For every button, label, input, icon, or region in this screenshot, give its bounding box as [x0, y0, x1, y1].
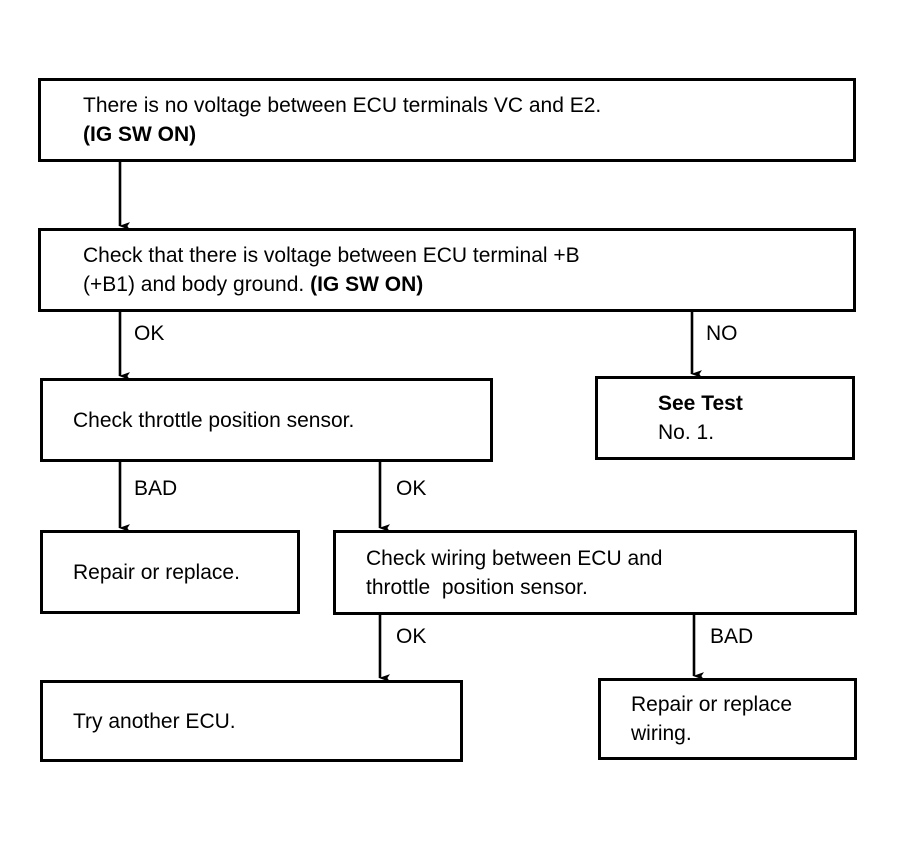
edge-layer — [118, 162, 704, 682]
node-check-voltage-plus-b: Check that there is voltage between ECU … — [38, 228, 856, 312]
node-text-line: Repair or replace. — [73, 560, 240, 584]
node-text-line: wiring. — [631, 722, 692, 745]
node-text-line: There is no voltage between ECU terminal… — [83, 94, 602, 117]
edge-label-ok-5: OK — [396, 625, 427, 648]
node-text-line: Check wiring between ECU and — [366, 546, 663, 570]
node-check-wiring-ecu-tps: Check wiring between ECU and throttle pos… — [333, 530, 857, 615]
node-text-line: throttle position sensor. — [366, 575, 588, 599]
edge-label-bad-6: BAD — [710, 625, 754, 648]
edge-label-no-2: NO — [706, 322, 738, 345]
node-text-line: Check that there is voltage between ECU … — [83, 244, 580, 267]
node-text-line: (IG SW ON) — [83, 123, 197, 146]
node-check-throttle-position-sensor: Check throttle position sensor. — [40, 378, 493, 462]
node-text-line: Try another ECU. — [73, 709, 236, 733]
node-text-line: Repair or replace — [631, 693, 793, 716]
edge-label-ok-1: OK — [134, 322, 165, 345]
edge-label-bad-3: BAD — [134, 477, 178, 500]
node-repair-or-replace: Repair or replace. — [40, 530, 300, 614]
node-text-line: See Test — [658, 392, 743, 415]
node-text-line: Check throttle position sensor. — [73, 408, 355, 432]
edge-label-ok-4: OK — [396, 477, 427, 500]
node-try-another-ecu: Try another ECU. — [40, 680, 463, 762]
node-repair-or-replace-wiring: Repair or replace wiring. — [598, 678, 857, 760]
node-text-line: No. 1. — [658, 421, 715, 444]
node-text-line: (+B1) and body ground. (IG SW ON) — [83, 273, 424, 296]
node-no-voltage-vc-e2: There is no voltage between ECU terminal… — [38, 78, 856, 162]
